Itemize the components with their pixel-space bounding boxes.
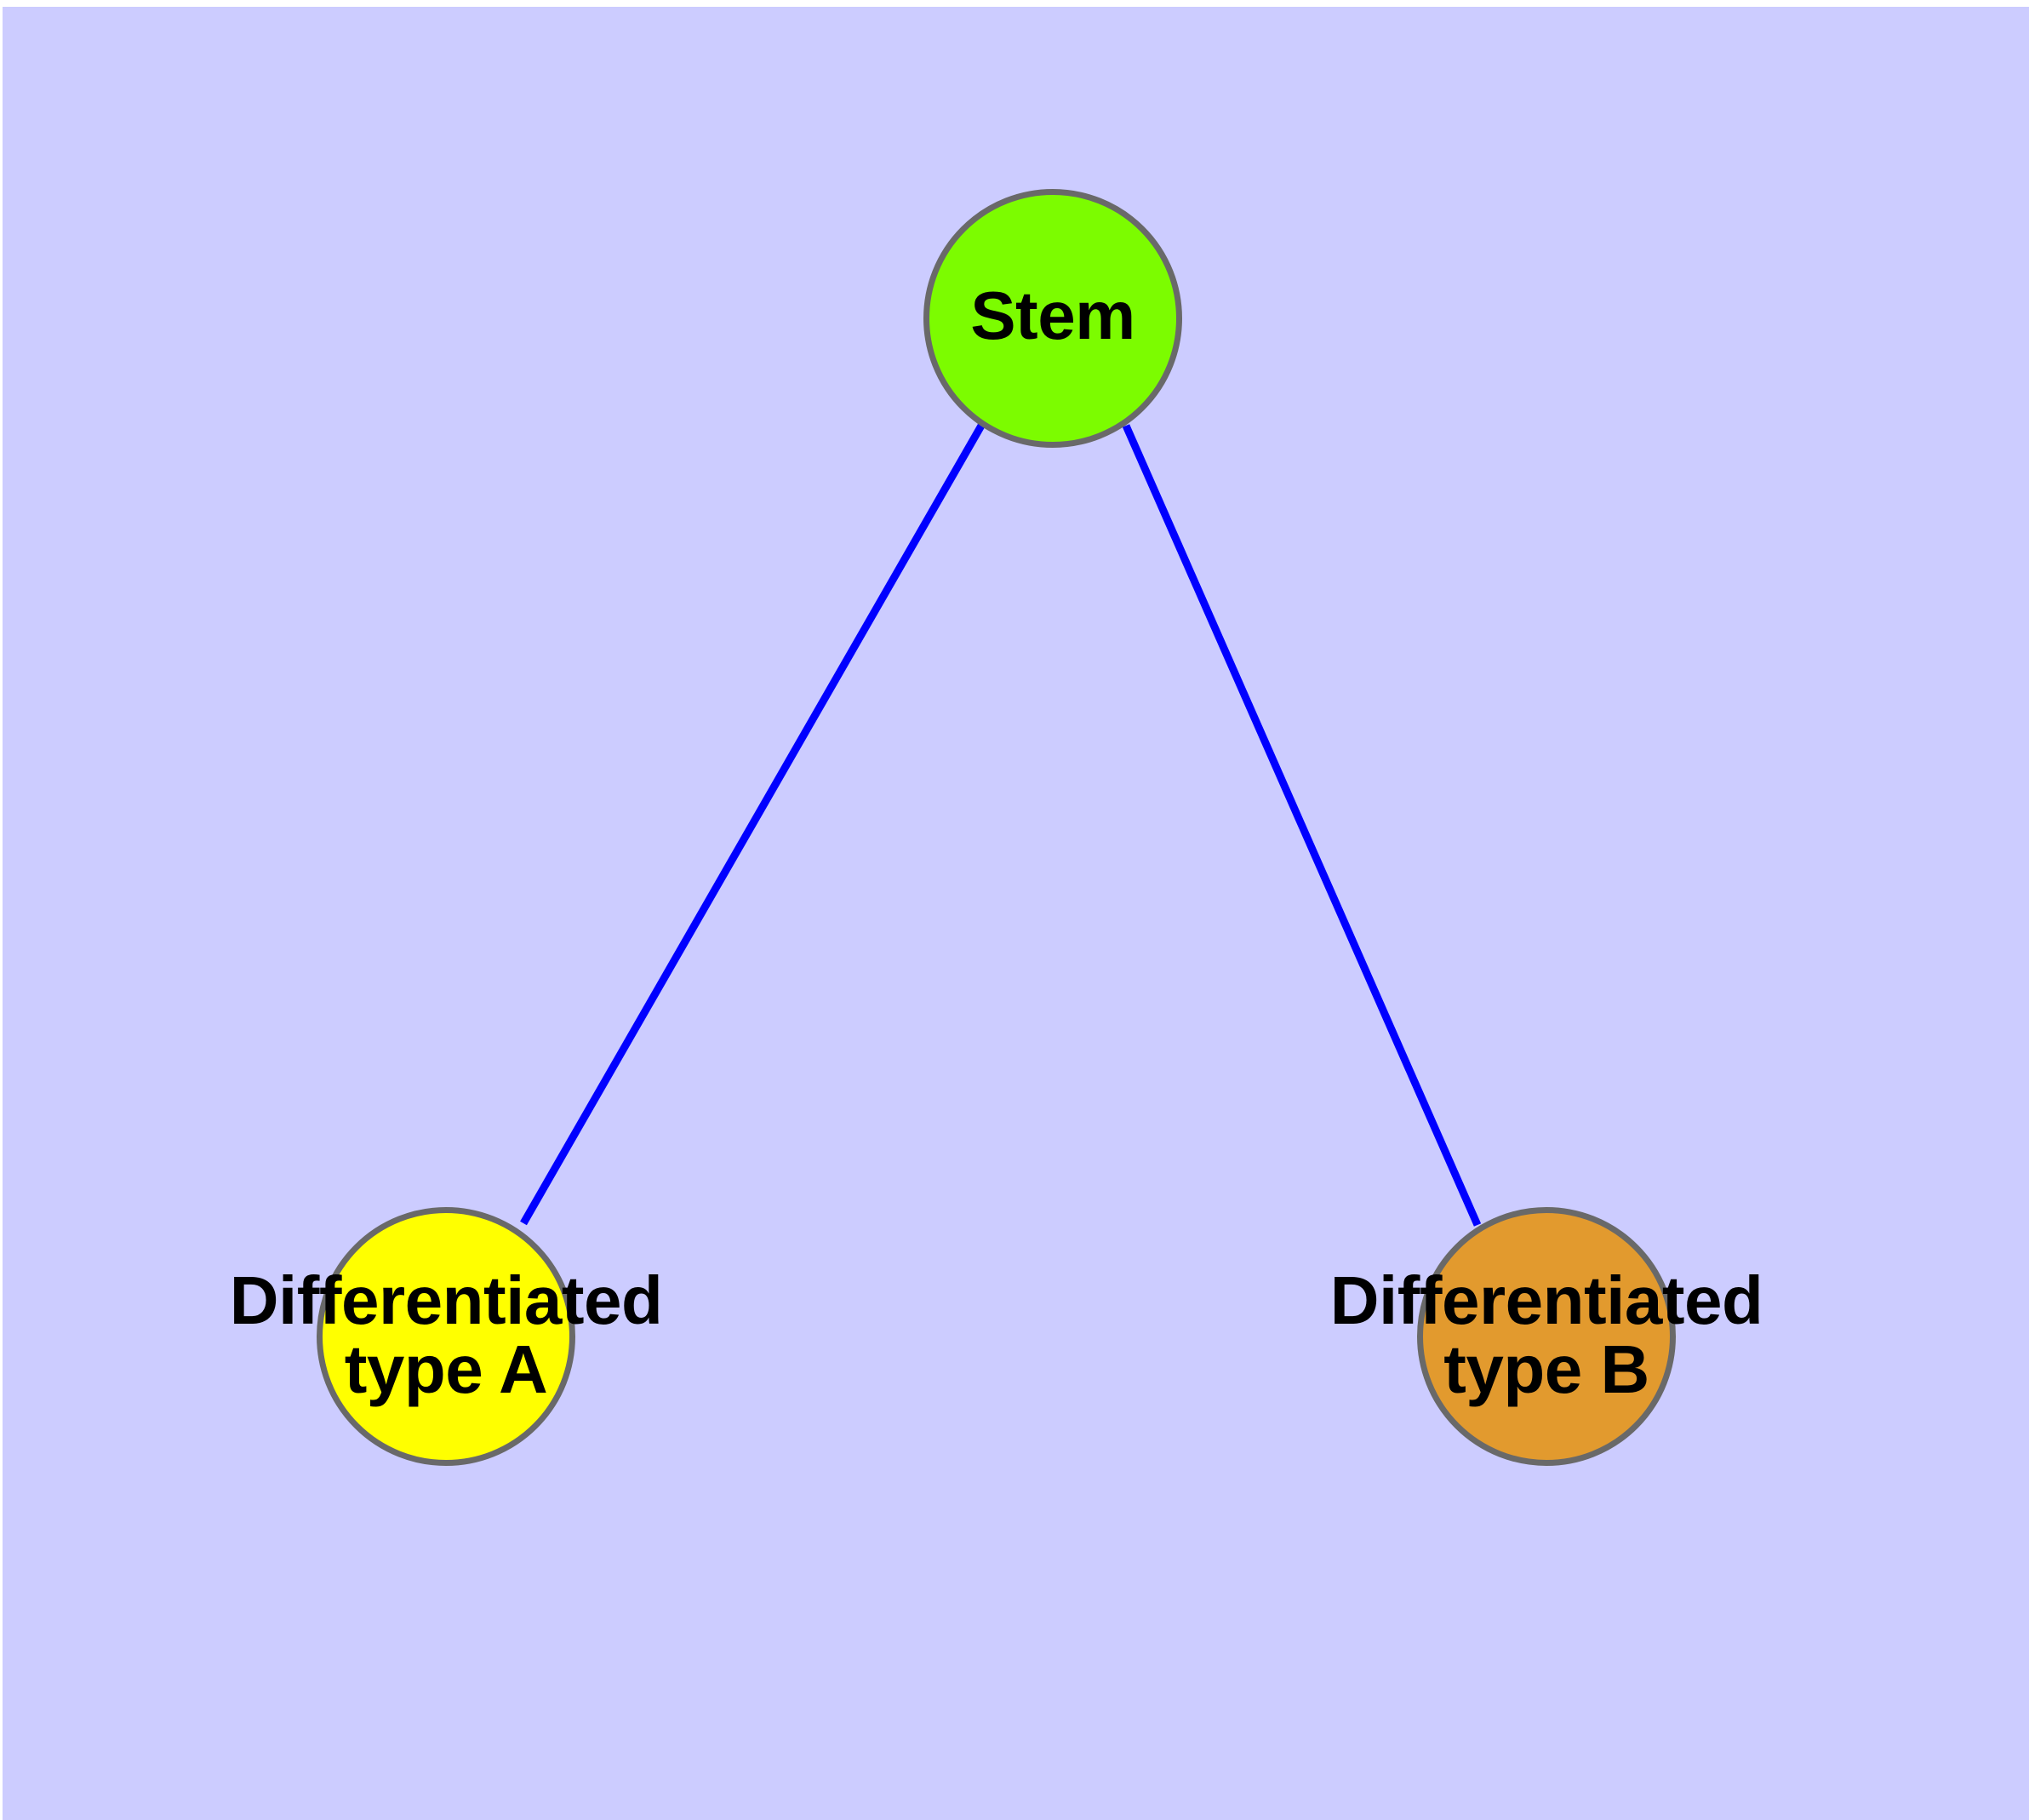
edge-layer <box>520 423 1482 1227</box>
node-label-differentiated-type-b-line1: Differentiated <box>1329 1262 1763 1338</box>
node-label-differentiated-type-b-line2: type B <box>1443 1331 1649 1408</box>
edge-stem-to-differentiated-type-a[interactable] <box>520 423 985 1226</box>
node-differentiated-type-a[interactable] <box>317 1207 575 1466</box>
edge-stem-to-differentiated-type-b[interactable] <box>1122 424 1482 1227</box>
node-differentiated-type-b[interactable] <box>1417 1207 1676 1466</box>
node-layer: Stem Differentiated type A Differentiate… <box>3 7 2029 1820</box>
node-label-differentiated-type-a-line1: Differentiated <box>229 1262 663 1338</box>
node-label-stem: Stem <box>542 281 1563 351</box>
node-label-differentiated-type-b: Differentiated type B <box>1036 1265 2029 1408</box>
node-label-differentiated-type-a: Differentiated type A <box>3 1265 957 1408</box>
node-label-stem-line1: Stem <box>970 278 1135 353</box>
node-label-differentiated-type-a-line2: type A <box>344 1331 548 1408</box>
node-stem[interactable] <box>923 189 1182 448</box>
graph-canvas: Stem Differentiated type A Differentiate… <box>3 7 2029 1820</box>
